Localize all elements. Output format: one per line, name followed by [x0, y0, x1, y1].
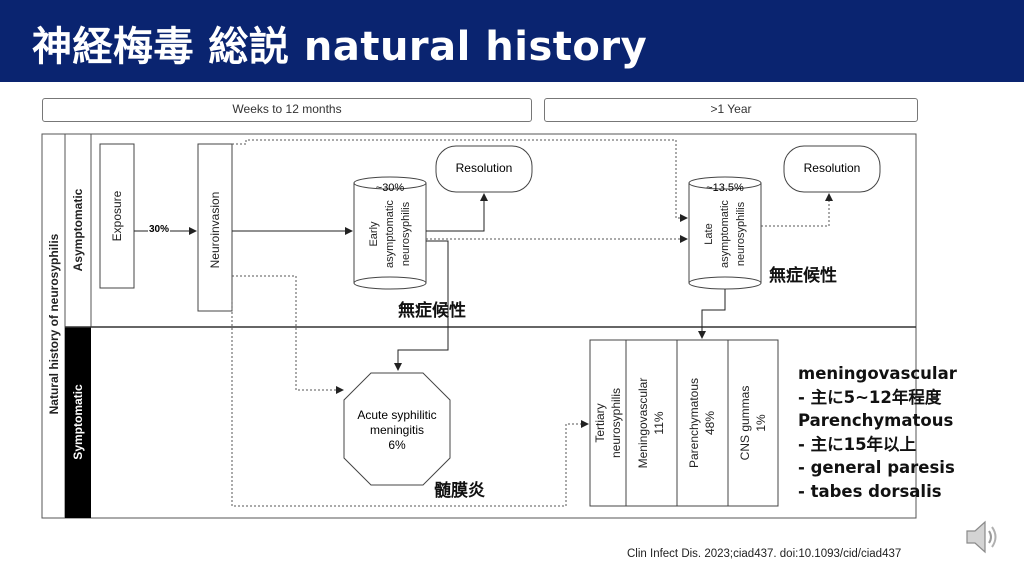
- neuroinvasion-to-tertiary-dashed-arrow: [231, 300, 589, 507]
- diagram-frame: [41, 133, 917, 519]
- resolution-early-box: [435, 145, 533, 193]
- tertiary-box: [589, 339, 627, 507]
- symptomatic-band: [65, 327, 91, 518]
- early-to-resolution-arrow: [426, 193, 488, 232]
- timeline-late-label: >1 Year: [710, 102, 752, 116]
- early-asym-line3: neurosyphilis: [400, 201, 412, 267]
- meningitis-jp-annotation: 髄膜炎: [434, 481, 485, 501]
- citation: Clin Infect Dis. 2023;ciad437. doi:10.10…: [627, 548, 902, 560]
- tertiary-line2: neurosyphilis: [609, 387, 623, 459]
- tertiary-text: Tertiary neurosyphilis: [592, 363, 624, 483]
- timeline-early-header: Weeks to 12 months: [42, 98, 532, 122]
- early-asym-jp-annotation: 無症候性: [398, 301, 466, 321]
- meningovascular-text: Meningovascular 11%: [635, 363, 667, 483]
- meningitis-text: Acute syphilitic meningitis 6%: [344, 408, 450, 453]
- timeline-early-label: Weeks to 12 months: [232, 102, 342, 116]
- outer-vertical-label: Natural history of neurosyphilis: [47, 233, 61, 415]
- exposure-label: Exposure: [110, 190, 124, 242]
- late-asym-line2: asymptomatic: [719, 200, 731, 268]
- late-asym-text: Late asymptomatic neurosyphilis: [701, 184, 749, 284]
- late-asym-jp-annotation: 無症候性: [769, 266, 837, 286]
- neuroinvasion-to-late-dashed-arrow: [232, 139, 688, 222]
- speaker-icon[interactable]: [963, 517, 1003, 561]
- notes-block: meningovascular - 主に5~12年程度 Parenchymato…: [798, 362, 957, 503]
- exposure-box: [99, 143, 135, 289]
- early-asym-line2: asymptomatic: [384, 200, 396, 268]
- cns-gummas-text: CNS gummas 1%: [737, 363, 769, 483]
- cns-gummas-box: [727, 339, 779, 507]
- cns-gummas-pct: 1%: [754, 414, 768, 432]
- parenchymatous-name: Parenchymatous: [687, 377, 701, 469]
- early-asym-pct: ~30%: [375, 182, 405, 194]
- note-line: - 主に15年以上: [798, 434, 917, 454]
- parenchymatous-box: [676, 339, 729, 507]
- neuroinvasion-box: [197, 143, 233, 312]
- parenchymatous-pct: 48%: [703, 410, 717, 436]
- note-line: - general paresis: [798, 458, 955, 477]
- meningitis-octagon: [343, 372, 451, 486]
- timeline-late-header: >1 Year: [544, 98, 918, 122]
- meningovascular-pct: 11%: [652, 411, 666, 435]
- meningitis-pct: 6%: [388, 438, 406, 452]
- late-to-tertiary-arrow: [698, 289, 726, 339]
- neuroinvasion-to-meningitis-dashed-arrow: [232, 275, 344, 394]
- note-line: - tabes dorsalis: [798, 481, 942, 501]
- late-asym-line3: neurosyphilis: [735, 201, 747, 267]
- slide-title: 神経梅毒 総説 natural history: [32, 24, 648, 70]
- note-line: Parenchymatous: [798, 411, 954, 430]
- meningitis-line2: meningitis: [369, 423, 425, 437]
- resolution-early-label: Resolution: [455, 161, 513, 175]
- neuroinvasion-label: Neuroinvasion: [208, 191, 222, 269]
- tertiary-line1: Tertiary: [593, 403, 607, 443]
- exposure-pct-label: 30%: [148, 224, 171, 235]
- symptomatic-label: Symptomatic: [71, 384, 85, 460]
- parenchymatous-text: Parenchymatous 48%: [686, 363, 718, 483]
- note-line: meningovascular: [798, 364, 957, 383]
- resolution-late-box: [783, 145, 881, 193]
- asymptomatic-label: Asymptomatic: [71, 188, 85, 272]
- early-to-meningitis-arrow: [394, 240, 449, 371]
- meningitis-line1: Acute syphilitic: [357, 408, 437, 422]
- cns-gummas-name: CNS gummas: [738, 385, 752, 461]
- late-asym-line1: Late: [703, 223, 715, 245]
- meningovascular-name: Meningovascular: [636, 377, 650, 469]
- early-asym-text: Early asymptomatic neurosyphilis: [366, 184, 414, 284]
- late-to-resolution-dashed-arrow: [761, 193, 833, 227]
- resolution-late-label: Resolution: [803, 161, 861, 175]
- late-asym-pct: ~13.5%: [706, 182, 744, 194]
- note-line: - 主に5~12年程度: [798, 387, 942, 407]
- title-bar: 神経梅毒 総説 natural history: [0, 0, 1024, 82]
- early-asym-line1: Early: [368, 221, 380, 247]
- meningovascular-box: [625, 339, 678, 507]
- late-asym-cylinder: [688, 176, 762, 290]
- early-asym-cylinder: [353, 176, 427, 290]
